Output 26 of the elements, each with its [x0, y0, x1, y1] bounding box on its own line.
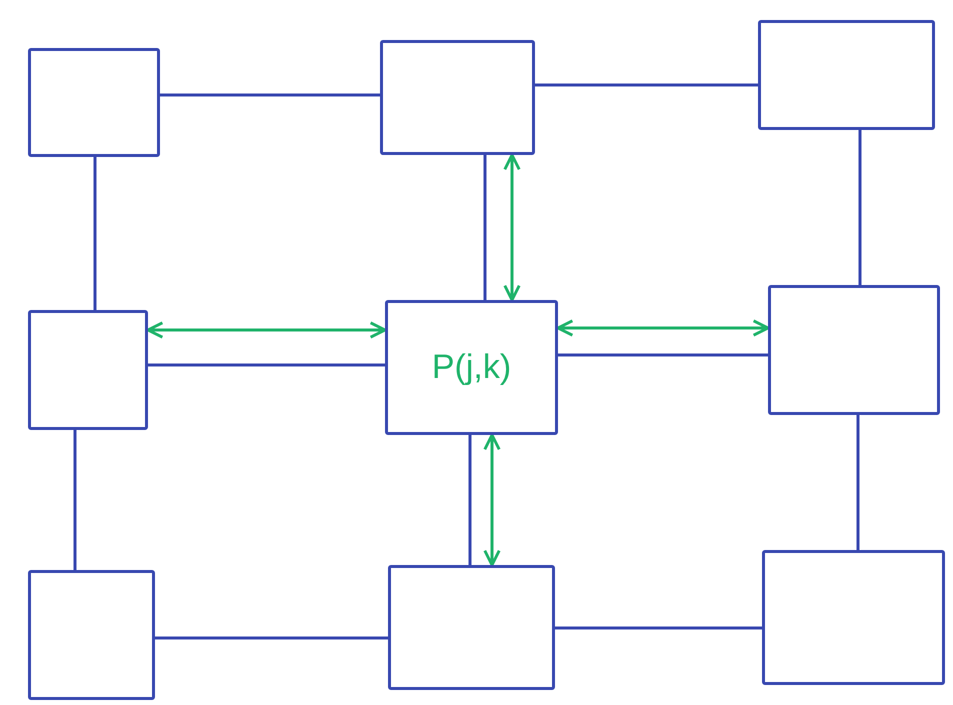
- double-arrow: [503, 154, 521, 302]
- double-arrow: [556, 319, 770, 337]
- process-box: [380, 40, 535, 155]
- connector-line: [856, 415, 860, 550]
- process-box: [388, 565, 555, 690]
- process-box: [758, 20, 935, 130]
- double-arrow: [146, 321, 386, 339]
- connector-line: [160, 94, 380, 96]
- process-box: [762, 550, 945, 685]
- node-label: P(j,k): [432, 348, 512, 387]
- connector-line: [468, 435, 472, 565]
- connector-line: [858, 130, 862, 285]
- connector-line: [535, 84, 758, 86]
- connector-line: [74, 430, 76, 570]
- process-box: [385, 300, 558, 435]
- connector-line: [148, 364, 385, 366]
- double-arrow: [483, 434, 501, 566]
- connector-line: [155, 636, 388, 640]
- connector-line: [558, 354, 768, 356]
- process-box: [28, 570, 155, 700]
- connector-line: [484, 155, 486, 300]
- process-box: [28, 48, 160, 157]
- connector-line: [555, 626, 762, 630]
- connector-line: [94, 157, 96, 310]
- process-box: [768, 285, 940, 415]
- process-box: [28, 310, 148, 430]
